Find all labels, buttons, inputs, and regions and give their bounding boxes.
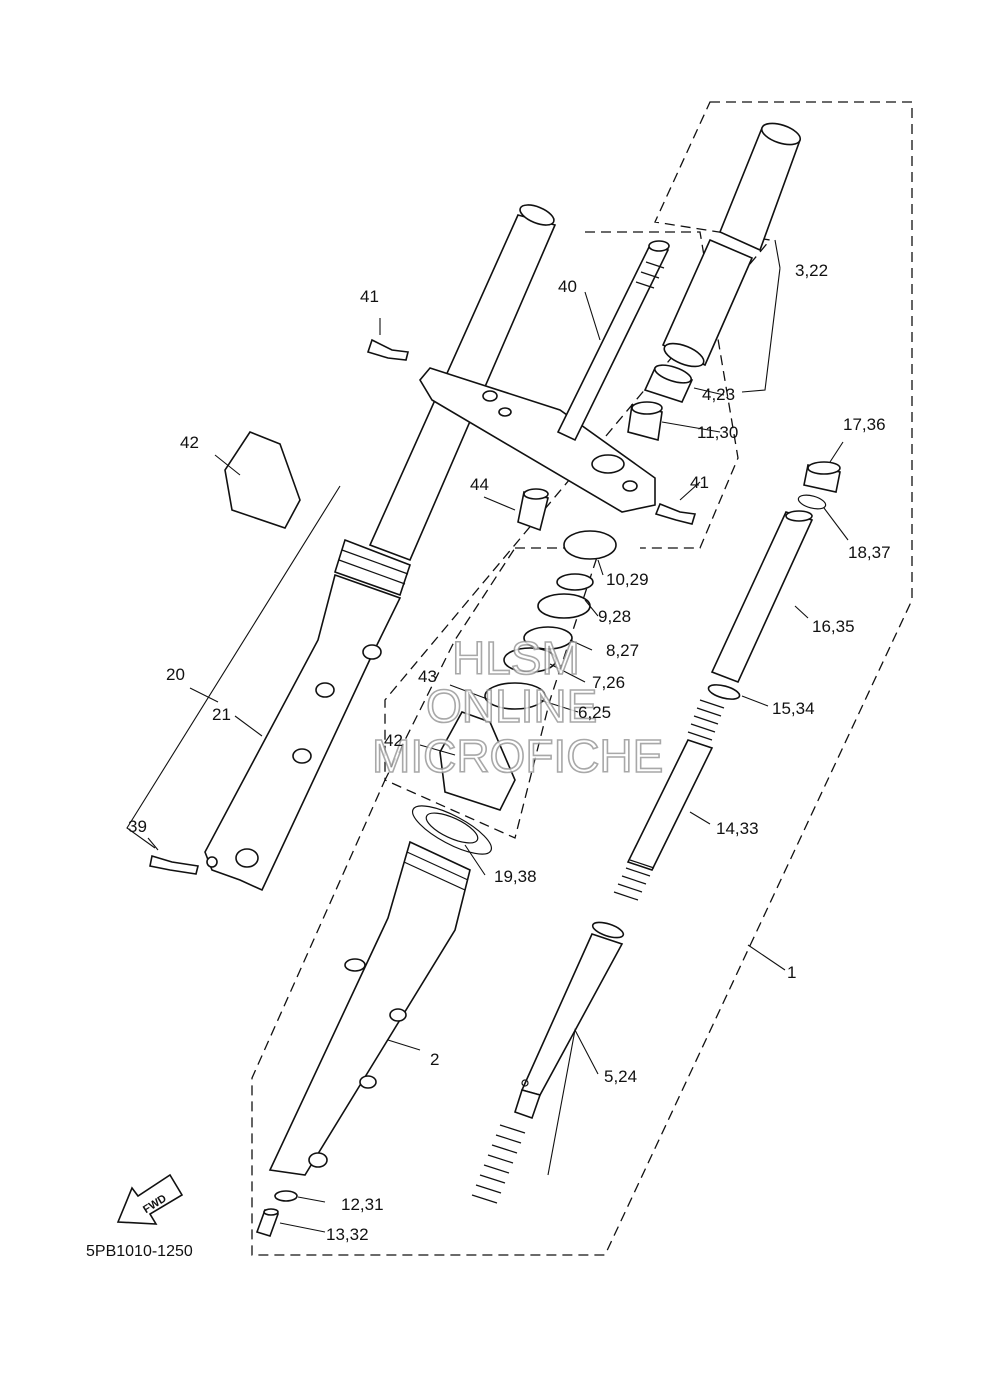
o-ring-outer bbox=[425, 812, 479, 844]
piston-metal bbox=[627, 401, 663, 442]
callout-4-23: 4,23 bbox=[702, 385, 735, 404]
callout-20: 20 bbox=[166, 665, 185, 684]
callout-10-29: 10,29 bbox=[606, 570, 649, 589]
callout-9-28: 9,28 bbox=[598, 607, 631, 626]
watermark: HLSM ONLINE MICROFICHE bbox=[371, 631, 664, 783]
diagram-code: 5PB1010-1250 bbox=[86, 1243, 193, 1260]
inner-tube bbox=[661, 122, 802, 368]
leader-lines bbox=[147, 239, 849, 1233]
callout-42-upper: 42 bbox=[180, 433, 199, 452]
bolt-39 bbox=[149, 854, 199, 875]
callout-15-34: 15,34 bbox=[772, 699, 815, 718]
callout-12-31: 12,31 bbox=[341, 1195, 384, 1214]
slide-bushing bbox=[643, 364, 694, 403]
o-ring-cap bbox=[797, 494, 827, 510]
callout-1: 1 bbox=[787, 963, 796, 982]
callout-41-lower: 41 bbox=[690, 473, 709, 492]
bearing-stack bbox=[484, 530, 617, 710]
callout-39: 39 bbox=[128, 817, 147, 836]
cap-bolt bbox=[803, 461, 841, 493]
drain-gasket bbox=[274, 1190, 298, 1202]
callout-3-22: 3,22 bbox=[795, 261, 828, 280]
callout-13-32: 13,32 bbox=[326, 1225, 369, 1244]
steering-stem bbox=[556, 240, 670, 442]
cover-lower bbox=[439, 711, 516, 811]
watermark-line-2: ONLINE bbox=[426, 680, 597, 732]
drain-bolt bbox=[255, 1208, 280, 1237]
callout-21: 21 bbox=[212, 705, 231, 724]
outer-tube bbox=[268, 805, 493, 1176]
callout-14-33: 14,33 bbox=[716, 819, 759, 838]
callout-18-37: 18,37 bbox=[848, 543, 891, 562]
forward-arrow: FWD bbox=[116, 1173, 184, 1225]
callout-6-25: 6,25 bbox=[578, 703, 611, 722]
spring-washer bbox=[707, 684, 741, 700]
watermark-line-1: HLSM bbox=[452, 632, 580, 684]
rebound-spring bbox=[471, 1124, 526, 1204]
callout-17-36: 17,36 bbox=[843, 415, 886, 434]
callout-7-26: 7,26 bbox=[592, 673, 625, 692]
callout-8-27: 8,27 bbox=[606, 641, 639, 660]
damper-rod bbox=[514, 921, 625, 1120]
callout-11-30: 11,30 bbox=[697, 423, 738, 442]
fork-spring bbox=[613, 699, 725, 901]
left-fork-outline bbox=[126, 485, 341, 849]
callouts: 1 2 3,22 4,23 5,24 6,25 7,26 8,27 9,28 1… bbox=[128, 261, 891, 1244]
cover-upper bbox=[224, 431, 301, 529]
assembly-boundary-stem bbox=[585, 231, 739, 549]
bolt-41-lower bbox=[654, 502, 697, 525]
callout-43: 43 bbox=[418, 667, 437, 686]
callout-41-upper: 41 bbox=[360, 287, 379, 306]
watermark-line-3: MICROFICHE bbox=[372, 730, 663, 782]
ring-nut bbox=[517, 488, 549, 532]
callout-44: 44 bbox=[470, 475, 489, 494]
callout-2: 2 bbox=[430, 1050, 439, 1069]
callout-5-24: 5,24 bbox=[604, 1067, 637, 1086]
callout-40: 40 bbox=[558, 277, 577, 296]
spacer-tube bbox=[710, 510, 814, 684]
callout-42-lower: 42 bbox=[384, 731, 403, 750]
callout-19-38: 19,38 bbox=[494, 867, 537, 886]
bolt-41-upper bbox=[366, 338, 409, 361]
callout-16-35: 16,35 bbox=[812, 617, 855, 636]
